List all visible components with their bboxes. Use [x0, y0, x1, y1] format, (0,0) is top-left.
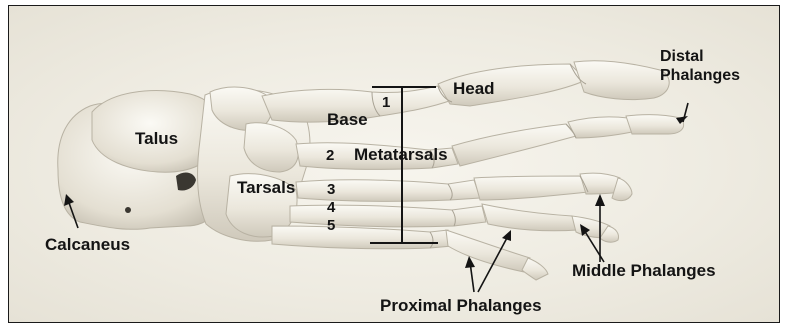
label-proximal-phalanges: Proximal Phalanges: [380, 297, 542, 315]
proximal-phalanx-3: [474, 176, 588, 200]
middle-phalanx-5: [522, 258, 548, 280]
label-distal-line1: Distal: [660, 48, 704, 66]
label-base: Base: [327, 111, 368, 129]
label-calcaneus: Calcaneus: [45, 236, 130, 254]
label-metatarsals: Metatarsals: [354, 146, 448, 164]
label-number-2: 2: [326, 147, 334, 165]
proximal-phalanx-4: [482, 204, 578, 231]
distal-phalanx-2: [626, 115, 684, 134]
label-number-4: 4: [327, 199, 335, 217]
proximal-phalanx-2: [452, 124, 576, 166]
label-number-5: 5: [327, 217, 335, 235]
label-number-3: 3: [327, 181, 335, 199]
label-middle-phalanges: Middle Phalanges: [572, 262, 716, 280]
bone-shapes: [58, 61, 684, 280]
label-head: Head: [453, 80, 495, 98]
metatarsal-3: [296, 180, 480, 201]
label-tarsals: Tarsals: [237, 179, 295, 197]
distal-phalanx-1: [574, 61, 669, 100]
label-talus: Talus: [135, 130, 178, 148]
metatarsal-5: [272, 226, 452, 249]
metatarsal-4: [290, 205, 486, 227]
proximal-phalanx-5: [446, 230, 530, 272]
label-number-1: 1: [382, 94, 390, 112]
middle-phalanx-2: [568, 117, 632, 138]
label-distal-line2: Phalanges: [660, 67, 740, 85]
